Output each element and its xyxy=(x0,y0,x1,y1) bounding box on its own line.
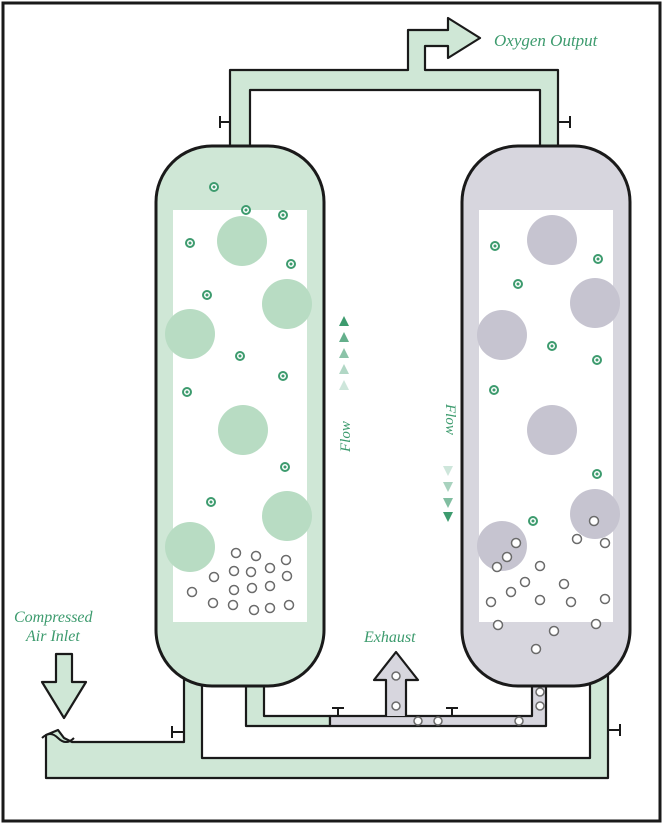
bottom-valves xyxy=(171,724,621,738)
compressed-air-label-line1: Compressed xyxy=(14,609,94,626)
air-inlet-arrow xyxy=(40,652,88,720)
right-zeolite-beads xyxy=(477,215,620,571)
oxygen-output-pipe xyxy=(228,16,560,164)
left-tank xyxy=(154,144,349,688)
right-tank xyxy=(443,144,632,688)
left-zeolite-beads xyxy=(165,216,312,572)
flow-label-right: Flow xyxy=(442,403,458,435)
flow-label-left: Flow xyxy=(338,421,354,453)
right-nitrogen-molecules xyxy=(485,515,611,655)
right-oxygen-molecules-centers xyxy=(492,244,600,523)
left-oxygen-molecules-centers xyxy=(185,185,293,504)
oxygen-output-label: Oxygen Output xyxy=(494,31,599,50)
left-nitrogen-molecules xyxy=(186,547,295,616)
exhaust-valves xyxy=(332,707,458,716)
air-inlet-pipe xyxy=(44,670,610,780)
top-valves xyxy=(219,116,571,128)
compressed-air-label-line2: Air Inlet xyxy=(25,628,80,645)
pipe-break-squiggle xyxy=(41,733,75,743)
left-flow-arrows-up xyxy=(339,316,349,390)
exhaust-molecules xyxy=(391,671,545,726)
right-flow-arrows-down xyxy=(443,466,453,522)
exhaust-label: Exhaust xyxy=(363,629,416,646)
